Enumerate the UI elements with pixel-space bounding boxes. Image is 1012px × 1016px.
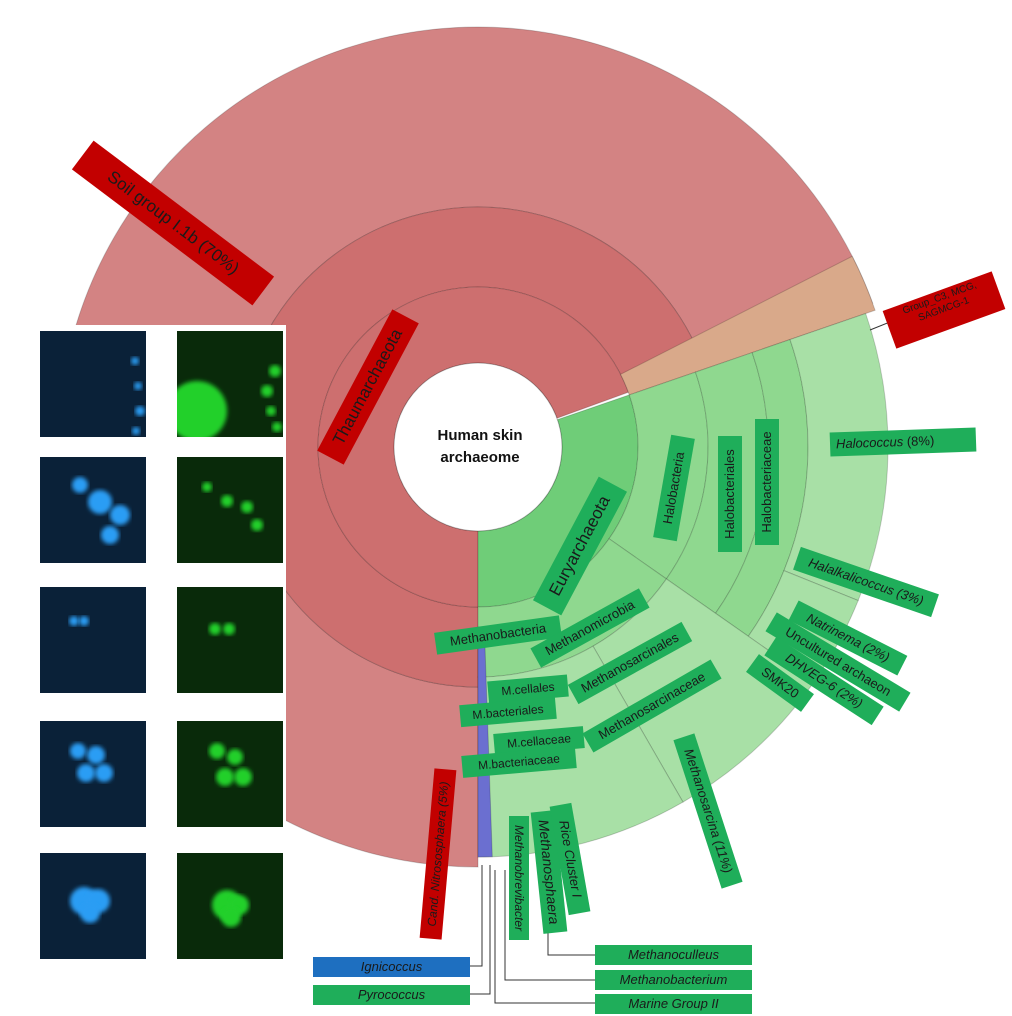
microscopy-fish-cell: [177, 331, 283, 437]
label-methanoculleus: Methanoculleus: [595, 945, 752, 965]
microscopy-dapi-cell: [40, 331, 146, 437]
center-label: Human skin archaeome: [395, 425, 565, 469]
center-hole: [393, 362, 563, 532]
microscopy-fish-cell: [177, 587, 283, 693]
sector-methanosarcina: [592, 578, 815, 803]
label-marine-group: Marine Group II: [595, 994, 752, 1014]
microscopy-dapi-cell: [40, 853, 146, 959]
label-pyrococcus: Pyrococcus: [313, 985, 470, 1005]
label-halobacteriales: Halobacteriales: [718, 436, 742, 552]
label-halococcus: Halococcus (8%): [829, 427, 977, 457]
microscopy-dapi-cell: [40, 457, 146, 563]
microscopy-panel: [0, 325, 286, 973]
label-halococcus-name: Halococcus: [835, 433, 904, 452]
label-ignicoccus: Ignicoccus: [313, 957, 470, 977]
sector-group-c3: [619, 255, 876, 396]
label-methanobacterium: Methanobacterium: [595, 970, 752, 990]
label-halococcus-pct: (8%): [906, 432, 935, 449]
leader-line: [470, 865, 483, 967]
microscopy-fish-cell: [177, 853, 283, 959]
leader-line: [494, 870, 595, 1004]
leader-line: [470, 865, 491, 995]
label-halobacteriaceae: Halobacteriaceae: [755, 419, 779, 545]
microscopy-fish-cell: [177, 721, 283, 827]
microscopy-dapi-cell: [40, 587, 146, 693]
center-label-line1: Human skin: [437, 427, 523, 444]
microscopy-fish-cell: [177, 457, 283, 563]
leader-line: [504, 870, 595, 981]
label-methanobrevibacter: Methanobrevibacter: [509, 816, 529, 940]
microscopy-dapi-cell: [40, 721, 146, 827]
center-label-line2: archaeome: [440, 449, 520, 466]
